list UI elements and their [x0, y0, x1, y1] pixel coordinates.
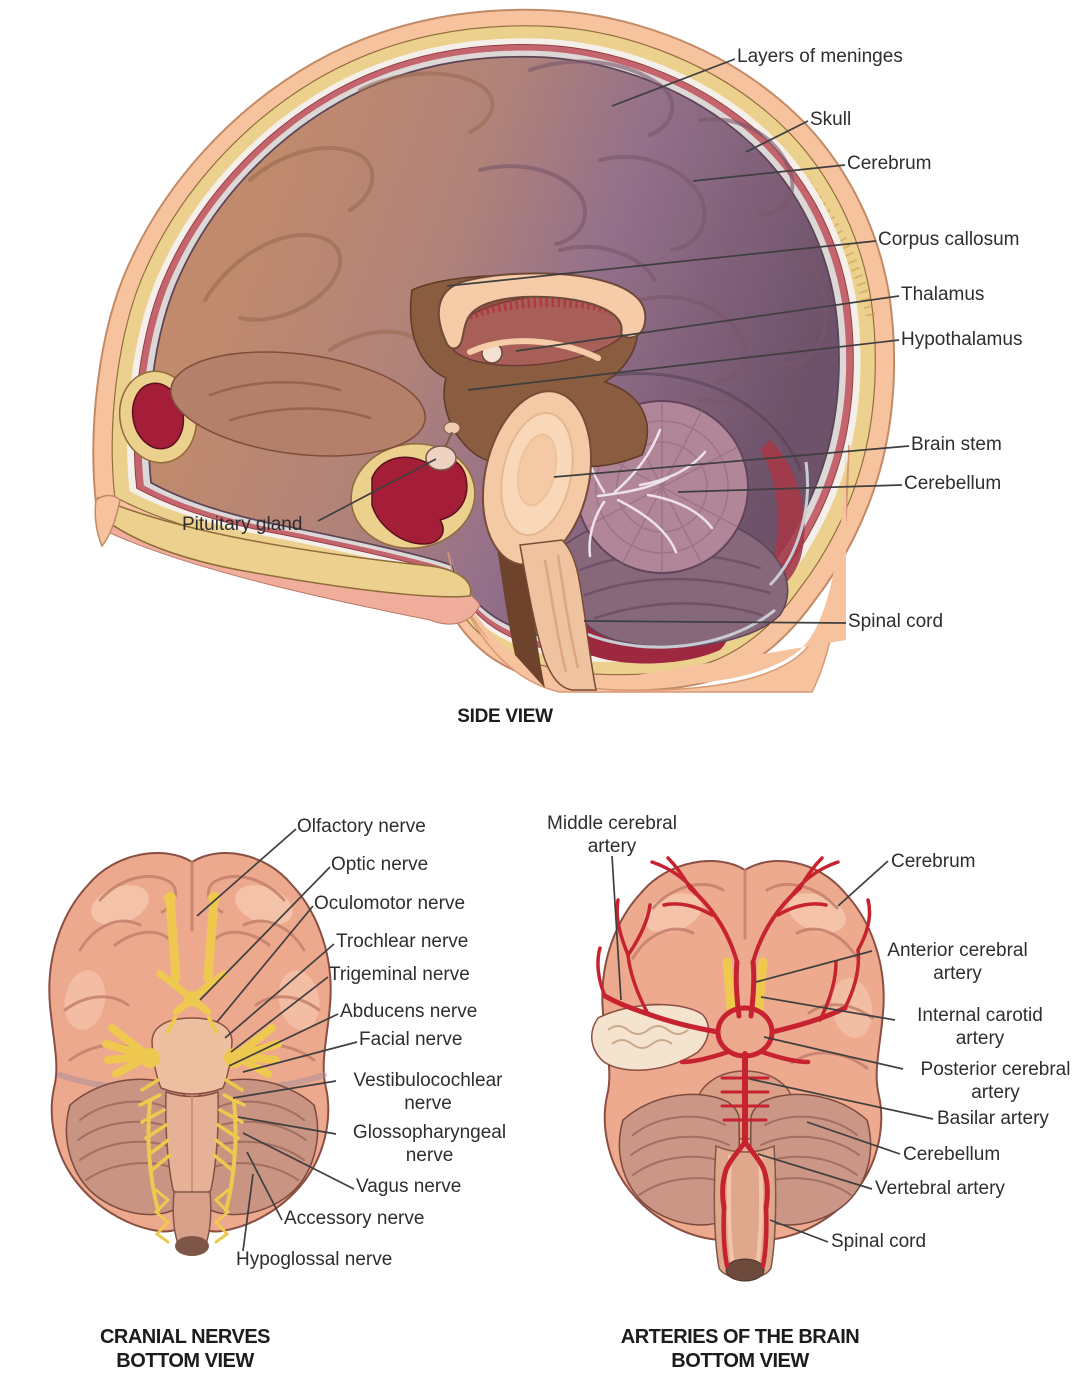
label-spinal-cord-bottom: Spinal cord [831, 1231, 927, 1252]
label-hypoglossal-nerve: Hypoglossal nerve [236, 1249, 393, 1270]
label-vestibulocochlear-nerve: Vestibulocochlear nerve [353, 1070, 503, 1114]
label-spinal-cord-side: Spinal cord [848, 611, 944, 632]
leader-lines [196, 58, 934, 1252]
label-vertebral-artery: Vertebral artery [875, 1178, 1005, 1199]
label-cerebellum-side: Cerebellum [904, 473, 1002, 494]
label-corpus-callosum: Corpus callosum [878, 229, 1020, 250]
side-view-illustration [92, 8, 896, 693]
label-posterior-cerebral-artery: Posterior cerebral artery [920, 1059, 1071, 1103]
cranial-nerves-caption-line2: BOTTOM VIEW [116, 1350, 254, 1372]
label-cerebrum-bottom: Cerebrum [891, 851, 976, 872]
label-cerebellum-bottom: Cerebellum [903, 1144, 1001, 1165]
label-optic-nerve: Optic nerve [331, 854, 429, 875]
label-trochlear-nerve: Trochlear nerve [336, 931, 469, 952]
label-basilar-artery: Basilar artery [937, 1108, 1049, 1129]
arteries-caption: ARTERIES OF THE BRAIN BOTTOM VIEW [615, 1325, 865, 1373]
label-layers-of-meninges: Layers of meninges [737, 46, 903, 67]
cranial-nerves-caption-line1: CRANIAL NERVES [99, 1326, 271, 1348]
label-facial-nerve: Facial nerve [359, 1029, 463, 1050]
label-skull: Skull [810, 109, 852, 130]
side-view-caption: SIDE VIEW [457, 706, 553, 727]
label-pituitary-gland: Pituitary gland [182, 514, 303, 535]
label-accessory-nerve: Accessory nerve [284, 1208, 425, 1229]
label-thalamus: Thalamus [901, 284, 985, 305]
label-glossopharyngeal-nerve: Glossopharyngeal nerve [352, 1122, 507, 1166]
label-olfactory-nerve: Olfactory nerve [297, 816, 426, 837]
arteries-illustration [591, 856, 885, 1282]
label-vagus-nerve: Vagus nerve [356, 1176, 462, 1197]
label-brain-stem: Brain stem [911, 434, 1002, 455]
label-abducens-nerve: Abducens nerve [340, 1001, 478, 1022]
label-anterior-cerebral-artery: Anterior cerebral artery [887, 940, 1028, 984]
arteries-caption-line1: ARTERIES OF THE BRAIN [620, 1326, 860, 1348]
label-trigeminal-nerve: Trigeminal nerve [329, 964, 470, 985]
arteries-caption-line2: BOTTOM VIEW [671, 1350, 809, 1372]
label-middle-cerebral-artery: Middle cerebral artery [547, 813, 677, 857]
label-oculomotor-nerve: Oculomotor nerve [314, 893, 466, 914]
cranial-nerves-illustration [48, 852, 332, 1256]
cranial-nerves-caption: CRANIAL NERVES BOTTOM VIEW [85, 1325, 285, 1373]
label-hypothalamus: Hypothalamus [901, 329, 1023, 350]
label-internal-carotid-artery: Internal carotid artery [917, 1005, 1043, 1049]
label-cerebrum-side: Cerebrum [847, 153, 932, 174]
